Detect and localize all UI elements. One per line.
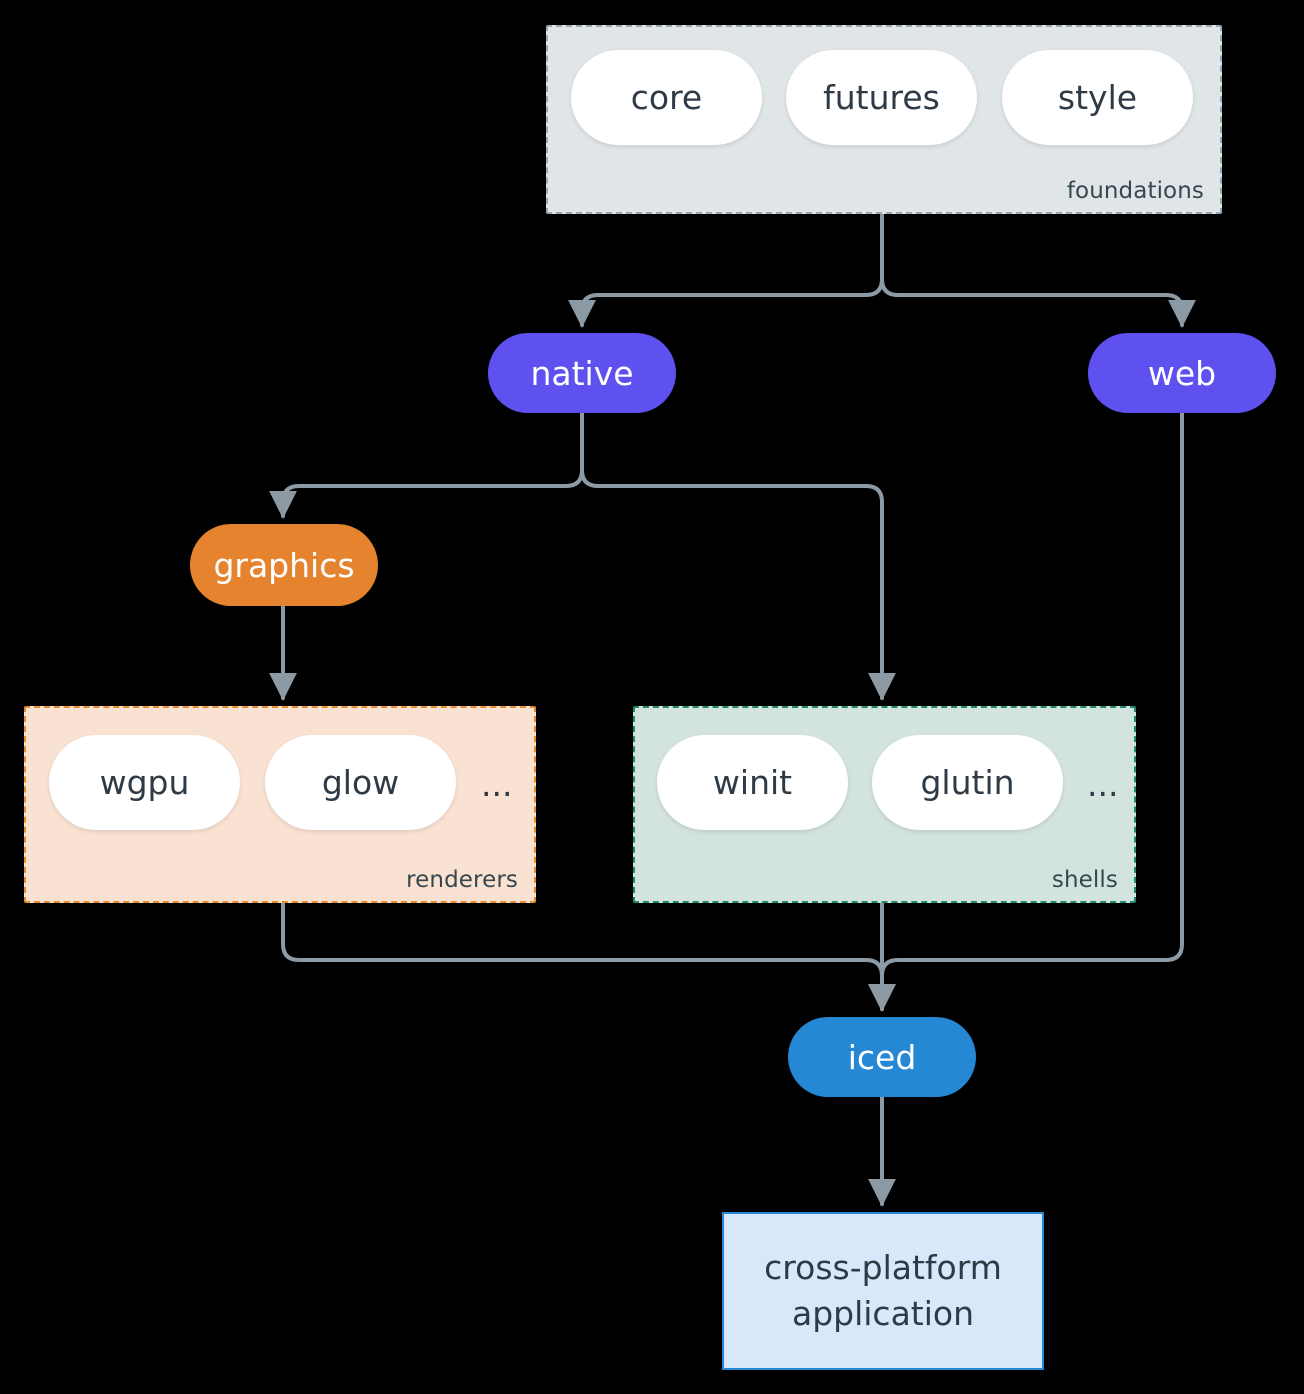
cluster-renderers-label: renderers — [406, 867, 518, 893]
node-graphics[interactable]: graphics — [190, 524, 378, 606]
renderers-overflow-ellipsis: ... — [481, 765, 513, 804]
edge-native-shells — [580, 411, 896, 701]
node-futures[interactable]: futures — [786, 50, 977, 145]
node-cross-platform-application[interactable]: cross-platform application — [722, 1212, 1044, 1370]
node-glutin[interactable]: glutin — [872, 735, 1063, 830]
node-native[interactable]: native — [488, 333, 676, 413]
cluster-foundations-label: foundations — [1066, 178, 1204, 204]
node-winit[interactable]: winit — [657, 735, 848, 830]
shells-overflow-ellipsis: ... — [1087, 765, 1119, 804]
node-web[interactable]: web — [1088, 333, 1276, 413]
edge-foundations-native — [568, 212, 884, 328]
cluster-shells-label: shells — [1051, 867, 1118, 893]
edge-native-graphics — [269, 411, 584, 519]
edge-renderers-iced — [281, 901, 896, 1012]
node-wgpu[interactable]: wgpu — [49, 735, 240, 830]
node-core[interactable]: core — [571, 50, 762, 145]
node-style[interactable]: style — [1002, 50, 1193, 145]
application-label-line2: application — [791, 1294, 975, 1333]
application-label-line1: cross-platform — [764, 1248, 1002, 1288]
node-iced[interactable]: iced — [788, 1017, 976, 1097]
edge-foundations-web — [880, 212, 1196, 328]
node-glow[interactable]: glow — [265, 735, 456, 830]
